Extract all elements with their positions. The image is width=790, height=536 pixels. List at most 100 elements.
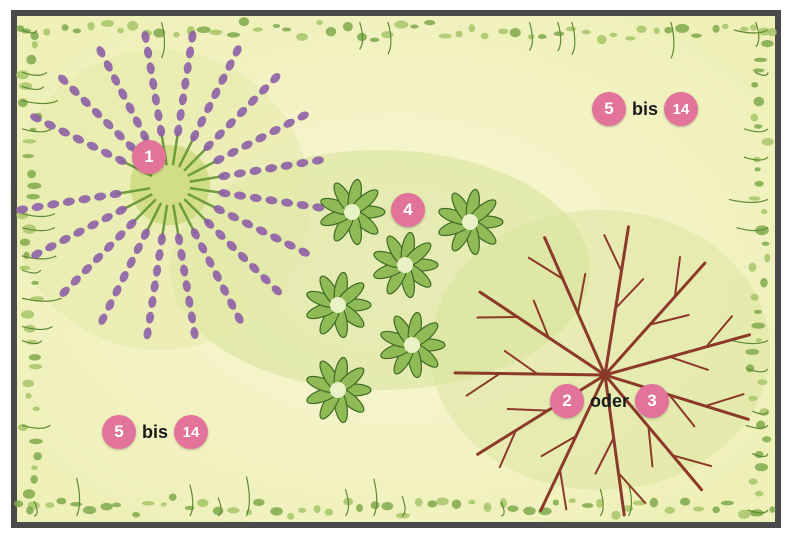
ivy-leaf	[161, 502, 167, 506]
label-range-top: 5 bis 14	[592, 92, 698, 126]
shrub-twig	[477, 317, 517, 318]
ivy-leaf	[32, 41, 38, 49]
ivy-leaf	[209, 30, 222, 36]
ivy-leaf	[356, 504, 363, 512]
ivy-leaf	[273, 24, 280, 28]
ivy-leaf	[270, 507, 283, 515]
ivy-leaf	[713, 25, 720, 33]
ivy-leaf	[654, 27, 660, 34]
ivy-leaf	[371, 501, 380, 509]
ivy-leaf	[27, 183, 41, 190]
ivy-leaf	[227, 507, 239, 513]
ivy-leaf	[83, 506, 96, 514]
ivy-leaf	[227, 32, 240, 37]
ivy-leaf	[761, 40, 773, 47]
ivy-leaf	[87, 22, 94, 31]
ivy-leaf	[325, 509, 334, 516]
ivy-leaf	[754, 310, 762, 314]
ivy-leaf	[16, 70, 29, 79]
marker-badge: 14	[174, 415, 208, 449]
ivy-leaf	[738, 509, 750, 518]
ivy-leaf	[754, 58, 767, 63]
ivy-leaf	[70, 502, 82, 507]
ivy-leaf	[23, 489, 35, 499]
ivy-leaf	[343, 22, 353, 31]
ivy-leaf	[26, 393, 32, 399]
ivy-leaf	[762, 241, 770, 245]
ivy-leaf	[73, 28, 81, 33]
ivy-leaf	[523, 507, 535, 516]
ivy-leaf	[754, 97, 765, 107]
ivy-leaf	[745, 349, 759, 355]
ivy-leaf	[394, 21, 408, 29]
ivy-leaf	[18, 98, 28, 107]
ivy-leaf	[23, 139, 36, 143]
ivy-leaf	[26, 194, 39, 199]
ivy-leaf	[749, 196, 761, 200]
ivy-leaf	[424, 20, 435, 25]
ivy-leaf	[762, 436, 771, 442]
ivy-leaf	[18, 424, 28, 431]
ivy-leaf	[314, 505, 321, 513]
ivy-leaf	[754, 167, 760, 171]
ivy-leaf	[748, 396, 757, 401]
ivy-leaf	[296, 33, 308, 41]
ivy-leaf	[326, 27, 336, 36]
ivy-leaf	[20, 239, 30, 246]
ivy-leaf	[132, 512, 140, 517]
ivy-leaf	[510, 28, 521, 37]
ivy-leaf	[112, 503, 121, 508]
ivy-leaf	[213, 507, 224, 516]
ivy-leaf	[675, 24, 689, 33]
ivy-leaf	[764, 254, 770, 263]
rosette-center	[397, 257, 413, 273]
ivy-leaf	[611, 511, 620, 520]
ivy-leaf	[693, 507, 704, 512]
ivy-leaf	[754, 124, 762, 128]
rosette-center	[462, 214, 478, 230]
ivy-leaf	[582, 503, 594, 508]
ivy-leaf	[484, 502, 492, 512]
ivy-leaf	[142, 501, 155, 506]
ivy-leaf	[507, 505, 518, 512]
ivy-leaf	[287, 513, 294, 520]
marker-badge: 5	[592, 92, 626, 126]
rosette-center	[404, 337, 420, 353]
label-lavender: 1	[132, 140, 166, 174]
ivy-leaf	[27, 170, 36, 178]
ivy-leaf	[316, 20, 323, 25]
ivy-leaf	[582, 30, 591, 35]
ivy-leaf	[253, 27, 263, 31]
ivy-leaf	[762, 138, 774, 146]
label-shrub-options: 2 oder 3	[550, 384, 669, 418]
ivy-leaf	[469, 24, 475, 32]
ivy-leaf	[751, 114, 759, 122]
ivy-leaf	[239, 17, 249, 26]
ivy-leaf	[30, 475, 38, 484]
ivy-leaf	[452, 499, 461, 508]
ivy-leaf	[740, 27, 749, 31]
ivy-leaf	[756, 338, 762, 342]
ivy-leaf	[760, 278, 768, 288]
green-wash	[430, 210, 770, 490]
ivy-leaf	[753, 68, 765, 72]
ivy-leaf	[31, 281, 39, 285]
ivy-leaf	[29, 354, 41, 360]
ivy-leaf	[439, 34, 452, 39]
ivy-leaf	[455, 31, 462, 38]
ivy-leaf	[749, 478, 758, 485]
ivy-leaf	[19, 266, 30, 271]
ivy-leaf	[197, 26, 211, 33]
ivy-leaf	[370, 38, 380, 42]
ivy-leaf	[754, 181, 763, 187]
ivy-leaf	[33, 452, 42, 460]
ivy-leaf	[712, 506, 719, 513]
ivy-leaf	[553, 499, 559, 505]
ivy-leaf	[691, 33, 702, 37]
ivy-leaf	[23, 380, 35, 388]
ivy-leaf	[749, 262, 757, 271]
marker-badge: 4	[391, 193, 425, 227]
ivy-leaf	[31, 465, 38, 470]
label-rosettes: 4	[391, 193, 425, 227]
ivy-leaf	[26, 55, 36, 65]
